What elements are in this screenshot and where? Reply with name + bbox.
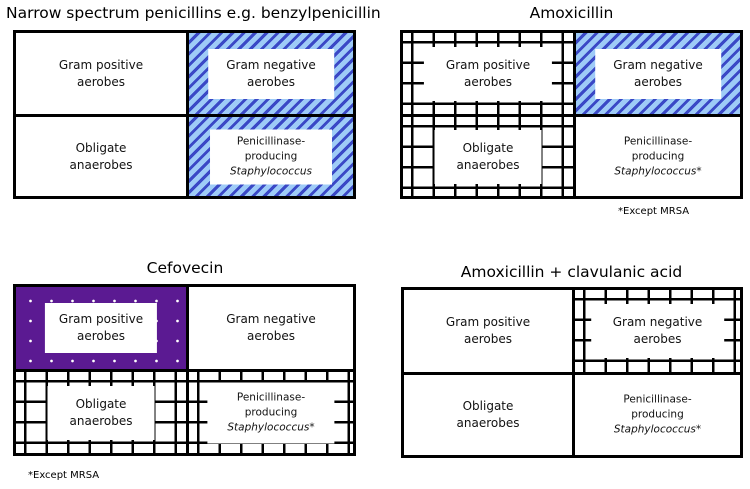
divider-horizontal xyxy=(16,114,353,117)
footnote-except-mrsa: *Except MRSA xyxy=(618,206,690,217)
footnote-except-mrsa: *Except MRSA xyxy=(28,470,100,481)
panel-title-amoxicillin: Amoxicillin xyxy=(529,4,614,22)
panel-title-cefovecin: Cefovecin xyxy=(146,259,224,277)
divider-horizontal xyxy=(404,372,740,375)
divider-horizontal xyxy=(16,369,353,372)
panel-title-amoxicillin-clavulanic: Amoxicillin + clavulanic acid xyxy=(460,263,683,281)
panel-title-narrow-spectrum: Narrow spectrum penicillins e.g. benzylp… xyxy=(6,4,381,22)
divider-horizontal xyxy=(403,114,740,117)
